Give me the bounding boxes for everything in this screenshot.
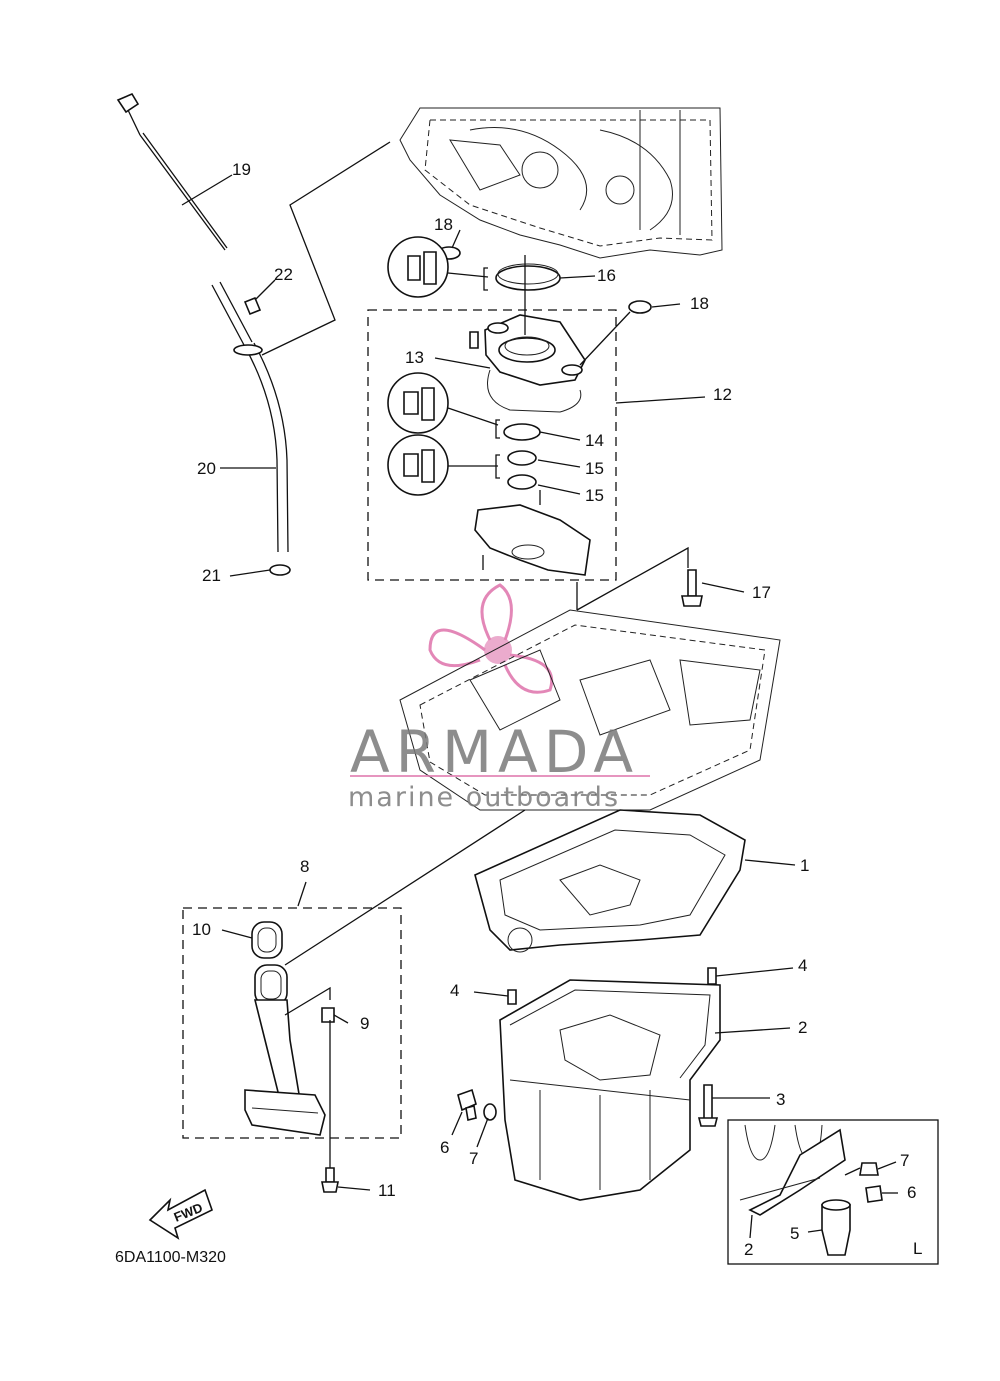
dipstick-assembly xyxy=(116,92,391,576)
label-part-11: 11 xyxy=(378,1181,396,1200)
label-part-4-left: 4 xyxy=(450,981,459,1000)
label-part-14: 14 xyxy=(585,431,604,450)
inset-l-box xyxy=(727,1119,939,1265)
label-part-22: 22 xyxy=(274,265,293,284)
forward-arrow-icon: FWD xyxy=(148,1188,213,1240)
watermark: ARMADA marine outboards xyxy=(348,718,650,813)
group-8-box xyxy=(182,907,402,1139)
label-part-6-inset: 6 xyxy=(907,1183,916,1202)
label-part-1: 1 xyxy=(800,856,809,875)
label-part-7-main: 7 xyxy=(469,1149,478,1168)
label-part-17: 17 xyxy=(752,583,771,602)
drain-plug-parts xyxy=(457,1088,497,1121)
label-part-16: 16 xyxy=(597,266,616,285)
bolt-17 xyxy=(681,569,703,607)
oil-strainer-parts xyxy=(244,809,526,1193)
label-part-19: 19 xyxy=(232,160,251,179)
label-part-4-right: 4 xyxy=(798,956,807,975)
inset-l-parts xyxy=(739,1124,883,1256)
label-part-21: 21 xyxy=(202,566,221,585)
engine-block-outline xyxy=(399,107,723,259)
label-part-7-inset: 7 xyxy=(900,1151,909,1170)
part-labels: 19 22 20 21 18 16 18 13 12 14 15 15 17 1… xyxy=(192,160,922,1259)
exhaust-guide-outline xyxy=(399,546,781,811)
label-part-20: 20 xyxy=(197,459,216,478)
label-part-15-lower: 15 xyxy=(585,486,604,505)
upper-casing-parts xyxy=(437,246,652,576)
label-part-5: 5 xyxy=(790,1224,799,1243)
oil-pan-2 xyxy=(499,967,770,1201)
inset-l-label: L xyxy=(913,1239,922,1258)
label-part-18-top: 18 xyxy=(434,215,453,234)
label-part-10: 10 xyxy=(192,920,211,939)
watermark-brand: ARMADA xyxy=(350,718,639,786)
label-part-12: 12 xyxy=(713,385,732,404)
watermark-propeller-logo xyxy=(428,583,553,694)
watermark-tagline: marine outboards xyxy=(348,782,620,813)
group-12-box xyxy=(367,309,617,581)
leader-lines xyxy=(181,174,898,1239)
label-part-2: 2 xyxy=(798,1018,807,1037)
label-part-8: 8 xyxy=(300,857,309,876)
gasket-1 xyxy=(474,809,746,953)
diagram-code: 6DA1100-M320 xyxy=(115,1249,226,1266)
label-part-2-inset: 2 xyxy=(744,1240,753,1259)
label-part-9: 9 xyxy=(360,1014,369,1033)
label-part-6-main: 6 xyxy=(440,1138,449,1157)
label-part-18-right: 18 xyxy=(690,294,709,313)
label-part-3: 3 xyxy=(776,1090,785,1109)
seal-callout-icons xyxy=(387,236,500,496)
label-part-13: 13 xyxy=(405,348,424,367)
label-part-15-upper: 15 xyxy=(585,459,604,478)
